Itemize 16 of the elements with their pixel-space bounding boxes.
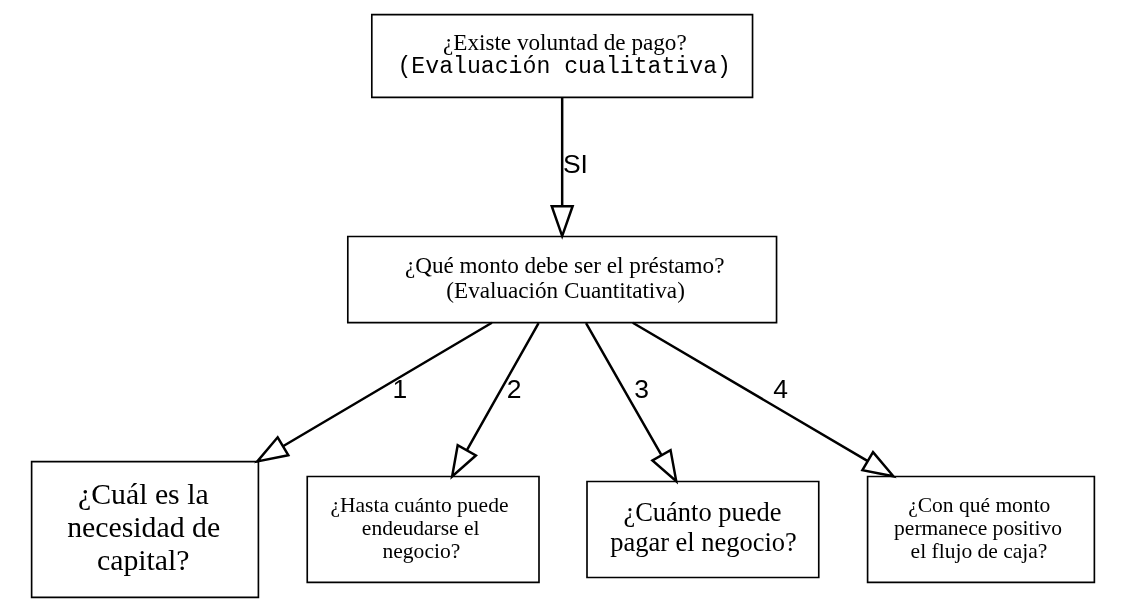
node-box: ¿Hasta cuánto puede endeudarse el negocio?	[305, 475, 540, 584]
node-box: ¿Qué monto debe ser el préstamo? (Evaluación Cuantitativa)	[346, 235, 777, 324]
node-box: ¿Cuánto puede pagar el negocio?	[585, 480, 820, 579]
arrow	[253, 321, 492, 464]
arrow	[631, 321, 897, 479]
node-box: ¿Cuál es la necesidad de capital?	[30, 460, 259, 599]
edge-label: 2	[506, 374, 522, 405]
arrow	[584, 322, 678, 485]
node-box: ¿Existe voluntad de pago? (Evaluación cualitativa)	[370, 13, 753, 99]
edge-label: 3	[633, 374, 649, 405]
node-box: ¿Con qué monto permanece positivo el flujo de caja?	[866, 475, 1095, 584]
arrow	[449, 322, 540, 480]
arrow	[549, 97, 574, 240]
edge-label: 4	[772, 374, 788, 405]
edge-label: SI	[562, 149, 588, 180]
edge-label: 1	[392, 374, 407, 405]
